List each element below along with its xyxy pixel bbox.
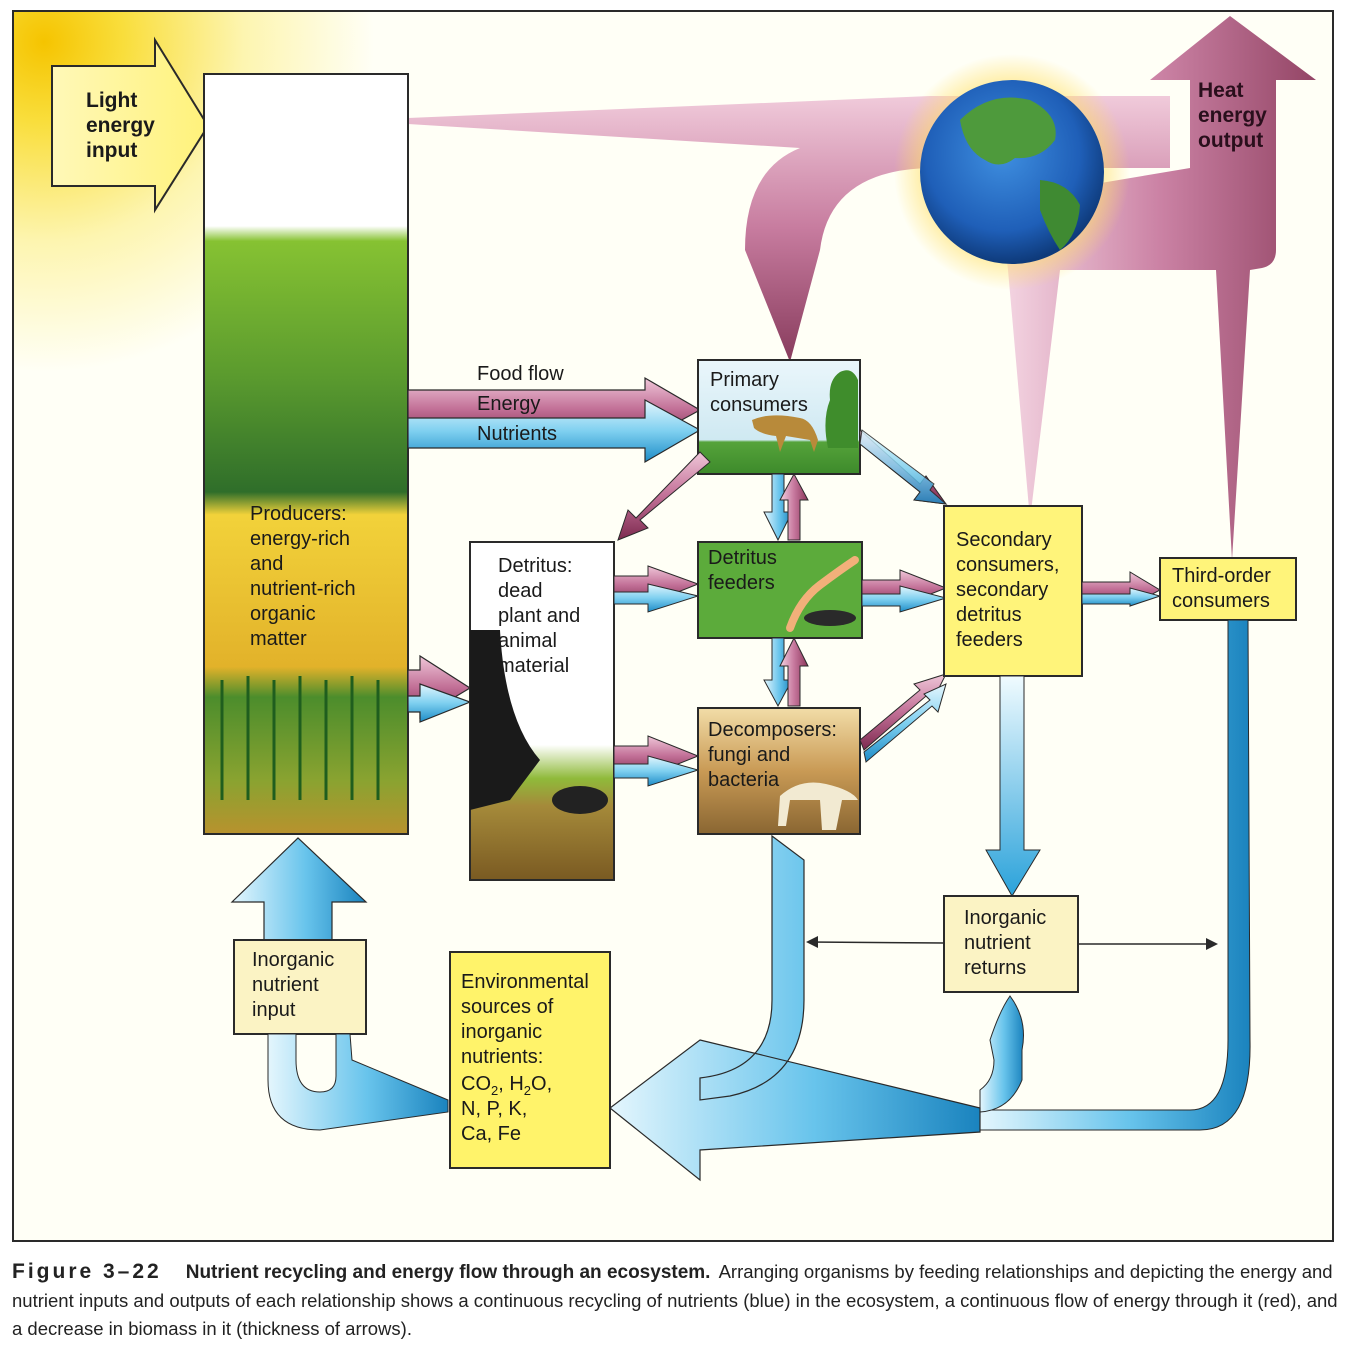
corn-stalks [220,676,380,800]
returns-arrowhead-left [806,936,818,948]
nutrients-label: Nutrients [477,423,558,445]
tree-stump [470,630,540,810]
worm [786,556,859,632]
heat-output-arrow [1000,16,1316,560]
inorganic-returns-box [943,895,1079,993]
nutrient-big-return-arrow [609,834,981,1182]
nutrient-loop-third-order [979,619,1251,1131]
env-formula-cafe: Ca, Fe [461,1123,522,1145]
secondary-consumers-box [943,505,1083,677]
nutrient-arrow-primary-to-secondary [859,429,948,505]
secondary-consumers-label: Secondary consumers, secondary detritus … [956,529,1060,651]
third-order-label: Third-order consumers [1172,565,1271,612]
formula-sep-h: , H [498,1073,524,1095]
nutrient-arrow-detritus-to-feeders [613,583,700,613]
energy-label: Energy [477,393,541,415]
inorganic-input-box [233,939,367,1035]
nutrient-loop-input [267,1033,449,1131]
food-flow-label: Food flow [477,363,564,385]
returns-arrowhead-right [1206,938,1218,950]
env-formula-npk: N, P, K, [461,1098,528,1120]
figure-caption: Figure 3–22 Nutrient recycling and energy… [12,1258,1338,1343]
third-order-box [1159,557,1297,621]
nutrient-arrow-to-detritus [407,683,472,723]
env-formula-co2-h2o: CO2, H2O, [461,1072,552,1103]
inorganic-input-label: Inorganic nutrient input [252,949,335,1021]
earth-land-north [960,97,1056,165]
figure-title: Nutrient recycling and energy flow throu… [185,1262,711,1283]
tree-silhouette [825,370,858,448]
nutrient-arrow-secondary-to-third [1081,587,1162,607]
light-input-label: Light energy input [86,89,155,162]
nutrient-arrow-returns-down [979,995,1024,1113]
formula-sub-2: 2 [491,1083,499,1098]
nutrient-arrow-secondary-to-returns [985,675,1041,897]
nutrient-arrow-decomposers-to-secondary [863,683,947,763]
nutrient-arrow-detritus-to-decomposers [613,755,700,787]
energy-arrow-decomposers-to-secondary [859,673,947,751]
nutrient-arrow-feeders-to-secondary [861,585,948,613]
formula-co: CO [461,1073,491,1095]
nutrient-arrow-input-up [230,837,368,941]
inorganic-returns-label: Inorganic nutrient returns [964,907,1047,979]
environmental-sources-label: Environmental sources of inorganic nutri… [461,971,589,1068]
skunk [552,786,608,814]
nutrient-arrow-primary-to-feeders [763,473,793,542]
nutrient-arrow-to-primary [407,398,702,464]
producers-label: Producers: energy-rich and nutrient-rich… [250,503,356,650]
environmental-sources-box [449,951,611,1169]
primary-consumers-label: Primary consumers [710,369,808,416]
mushrooms [778,782,858,830]
energy-arrow-primary-to-detritus [617,451,711,541]
figure-caption-text: Arranging organisms by feeding relations… [12,1261,1338,1339]
figure-number: Figure 3–22 [12,1260,162,1283]
producers-box [203,73,409,835]
energy-arrow-feeders-to-primary [779,472,809,541]
energy-arrow-decomposers-to-feeders [779,636,809,707]
deer-silhouette [752,415,818,452]
formula-h2o-sub: 2 [523,1083,532,1098]
earth-land-south [1040,180,1080,250]
heat-output-label: Heat energy output [1198,79,1267,152]
formula-o: O, [531,1073,553,1095]
slug [804,610,856,626]
returns-link-left [807,941,945,944]
light-input-arrow [51,36,210,214]
decomposers-label: Decomposers: fungi and bacteria [708,719,837,791]
detritus-label: Detritus: dead plant and animal material [498,555,581,677]
detritus-feeders-label: Detritus feeders [708,547,777,594]
nutrient-arrow-feeders-to-decomposers [763,637,793,708]
